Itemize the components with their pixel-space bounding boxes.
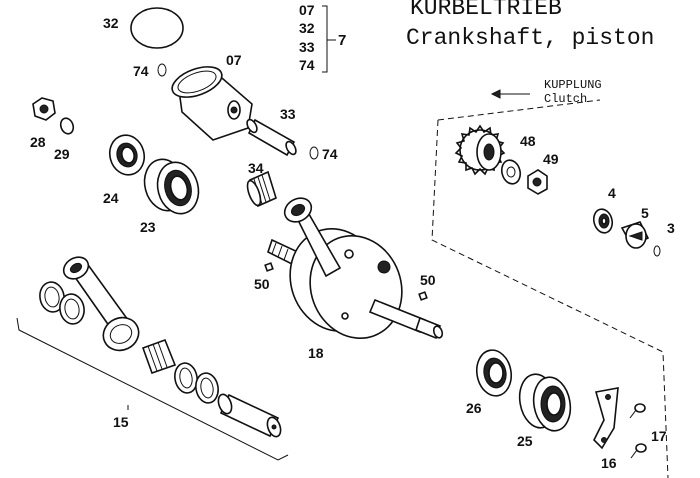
kit-code-74: 74 <box>299 57 315 73</box>
screw-upper <box>629 403 646 419</box>
piston <box>171 66 253 141</box>
circlip-upper <box>157 63 167 77</box>
part-label-49: 49 <box>543 151 559 167</box>
gear-washer <box>500 159 522 185</box>
conrod-kit-bracket <box>16 317 289 461</box>
part-label-50-left: 50 <box>254 276 270 292</box>
title-english: Crankshaft, piston <box>406 25 655 51</box>
nut <box>32 97 56 121</box>
part-label-33: 33 <box>280 106 296 122</box>
part-label-50-right: 50 <box>420 272 436 288</box>
title-german: KURBELTRIEB <box>410 0 562 21</box>
part-label-23: 23 <box>140 219 156 235</box>
small-bearing <box>592 208 614 234</box>
part-label-07: 07 <box>226 52 242 68</box>
crankshaft <box>267 197 444 340</box>
part-label-17: 17 <box>651 428 667 444</box>
oil-seal-right <box>475 349 513 397</box>
piston-ring <box>130 7 184 49</box>
oil-seal-left <box>108 134 146 176</box>
part-label-24: 24 <box>103 190 119 206</box>
main-bearing-left <box>143 158 200 215</box>
retaining-plate <box>593 387 619 450</box>
screw-lower <box>630 443 647 459</box>
washer <box>59 117 75 135</box>
part-label-26: 26 <box>466 400 482 416</box>
primary-gear <box>454 124 506 176</box>
clutch-side-frame <box>431 119 669 478</box>
gear-nut <box>527 169 548 195</box>
clutch-label-english: Clutch <box>544 92 588 106</box>
part-label-48: 48 <box>520 133 536 149</box>
part-label-34: 34 <box>248 160 264 176</box>
kit-code-07: 07 <box>299 2 315 18</box>
main-bearing-right <box>518 373 572 432</box>
part-label-29: 29 <box>54 146 70 162</box>
clutch-label-german: KUPPLUNG <box>544 78 602 92</box>
part-label-15: 15 <box>113 414 129 430</box>
conrod-kit <box>39 256 282 438</box>
part-label-5: 5 <box>641 205 649 221</box>
woodruff-key-left <box>264 262 274 272</box>
part-label-25: 25 <box>517 433 533 449</box>
part-label-74b: 74 <box>322 146 338 162</box>
part-label-16: 16 <box>601 455 617 471</box>
part-label-3: 3 <box>667 220 675 236</box>
part-label-32: 32 <box>103 15 119 31</box>
kit-number: 7 <box>338 32 347 49</box>
part-label-28: 28 <box>30 134 46 150</box>
clip <box>653 245 661 257</box>
part-label-74a: 74 <box>133 63 149 79</box>
circlip-lower <box>309 146 319 160</box>
needle-bearing-small-end <box>246 170 277 208</box>
bushing-coupler <box>620 221 650 249</box>
woodruff-key-right <box>418 291 428 301</box>
part-label-4: 4 <box>608 185 616 201</box>
wrist-pin <box>246 118 297 157</box>
kit-code-32: 32 <box>299 20 315 36</box>
kit-bracket <box>322 5 336 73</box>
kit-code-33: 33 <box>299 39 315 55</box>
part-label-18: 18 <box>308 345 324 361</box>
